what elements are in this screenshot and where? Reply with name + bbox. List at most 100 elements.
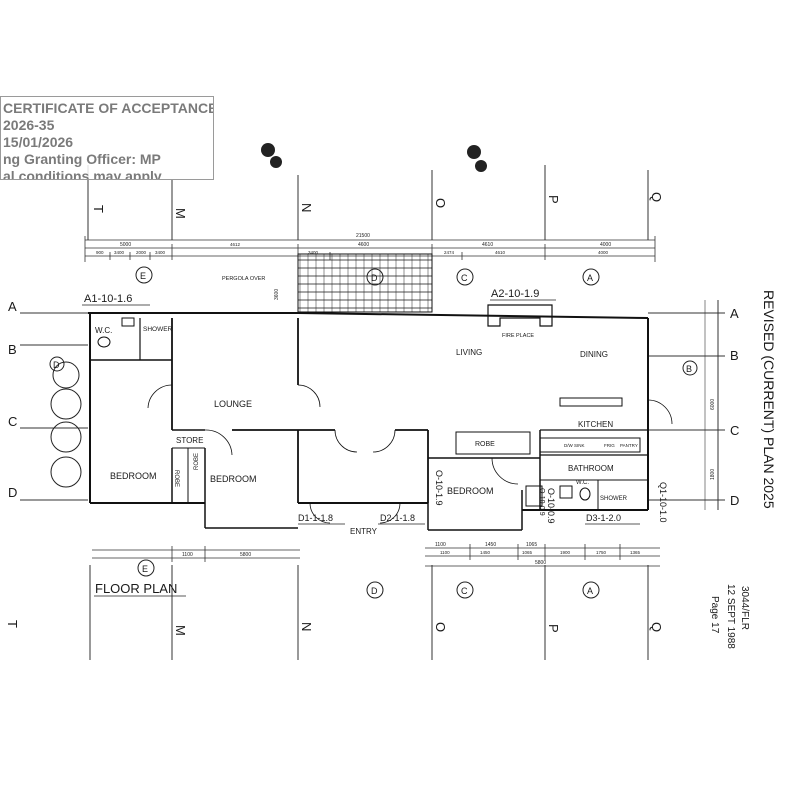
room-label-entry: ENTRY: [350, 527, 378, 536]
top-dim-1: 5000: [120, 242, 131, 248]
bottom-dim-4: 1450: [485, 542, 496, 548]
top-dim-4: 4000: [600, 242, 611, 248]
top-dim-3: 4610: [482, 242, 493, 248]
certificate-stamp: CERTIFICATE OF ACCEPTANCE 2026-35 15/01/…: [0, 96, 214, 180]
detail-tag-o1: O-10-1.9: [434, 470, 444, 506]
room-label-shower-right: SHOWER: [600, 496, 628, 502]
grid-letter-right-a: A: [730, 306, 739, 321]
detail-tag-d3: D3-1-2.0: [586, 513, 621, 523]
detail-tag-q1: Q1-10-1.0: [658, 482, 668, 523]
bottom-subdim-1: 1100: [440, 550, 450, 555]
detail-tag-o2: O-10-0.9: [546, 488, 556, 524]
top-subdim-2: 3400: [114, 250, 125, 255]
grid-lines: [20, 165, 725, 660]
room-label-bedroom-1: BEDROOM: [110, 471, 157, 481]
bottom-subdim-4: 1900: [560, 550, 571, 555]
section-marker-top-a: A: [587, 273, 593, 283]
section-marker-top-e: E: [140, 271, 146, 281]
room-label-dining: DINING: [580, 350, 608, 359]
grid-letter-right-b: B: [730, 348, 739, 363]
grid-letter-bottom-1: T: [5, 620, 20, 628]
bottom-dim-5: 1065: [526, 542, 537, 548]
room-label-kitchen: KITCHEN: [578, 420, 613, 429]
revision-note: REVISED (CURRENT) PLAN 2025: [761, 290, 777, 509]
room-label-robe-right: ROBE: [475, 441, 495, 448]
section-marker-side-b: B: [686, 364, 692, 374]
stamp-conditions: al conditions may apply: [3, 168, 162, 180]
detail-tag-d2: D2-1-1.8: [380, 513, 415, 523]
top-subdim-8: 4610: [495, 250, 506, 255]
grid-letter-left-a: A: [8, 299, 17, 314]
grid-letter-top-6: Q: [649, 192, 664, 202]
section-marker-bottom-c: C: [461, 586, 468, 596]
room-label-fireplace: FIRE PLACE: [502, 333, 534, 339]
room-label-lounge: LOUNGE: [214, 399, 252, 409]
room-label-dishwasher: D/W SINK: [564, 443, 585, 448]
grid-letter-top-5: P: [546, 195, 561, 204]
bottom-dim-1: 1100: [182, 552, 193, 558]
room-label-fridge: FRIG: [604, 443, 615, 448]
bottom-subdim-5: 1750: [596, 550, 607, 555]
pergola-area: [297, 253, 433, 313]
side-dim-2: 6000: [710, 399, 716, 410]
bottom-subdim-3: 1065: [522, 550, 533, 555]
grid-letter-right-c: C: [730, 423, 739, 438]
grid-letter-left-c: C: [8, 414, 17, 429]
grid-letter-bottom-6: Q: [649, 622, 664, 632]
top-dim-2: 4600: [358, 242, 369, 248]
drawing-title: FLOOR PLAN: [95, 581, 177, 596]
sheet-note-ref: 3044/FLR: [739, 586, 750, 630]
sheet-note-page: Page 17: [709, 596, 720, 634]
room-label-bedroom-3: BEDROOM: [447, 486, 494, 496]
top-subdim-4: 3400: [155, 250, 166, 255]
stamp-officer: ng Granting Officer: MP: [3, 151, 161, 167]
section-marker-bottom-e: E: [142, 564, 148, 574]
dimension-chain-bottom: [92, 544, 660, 567]
room-label-shower-left: SHOWER: [143, 326, 173, 333]
bottom-dim-6: 5800: [535, 560, 546, 566]
section-marker-top-c: C: [461, 273, 468, 283]
room-label-bedroom-2: BEDROOM: [210, 474, 257, 484]
room-label-pantry: PANTRY: [620, 443, 638, 448]
top-subdim-5: 4612: [230, 242, 241, 247]
room-label-bathroom: BATHROOM: [568, 464, 614, 473]
stamp-date: 15/01/2026: [3, 134, 74, 150]
side-dim-3: 1800: [710, 469, 716, 480]
section-marker-top-d: D: [371, 273, 378, 283]
side-dim-1: 3600: [274, 289, 280, 300]
room-label-living: LIVING: [456, 348, 482, 357]
room-label-wc-right: W.C.: [576, 480, 589, 486]
bottom-dim-2: 5800: [240, 552, 251, 558]
side-circles: [50, 361, 82, 488]
tag-underlines: [82, 299, 640, 597]
grid-letter-bottom-4: O: [433, 622, 448, 632]
grid-letter-top-1: T: [91, 205, 106, 213]
grid-letter-top-4: O: [433, 198, 448, 208]
scan-marks: [261, 143, 487, 172]
grid-letter-left-b: B: [8, 342, 17, 357]
grid-letter-bottom-3: N: [299, 622, 314, 631]
detail-tag-a1: A1-10-1.6: [84, 293, 132, 305]
grid-letter-left-d: D: [8, 485, 17, 500]
detail-tag-d1: D1-1-1.8: [298, 513, 333, 523]
top-subdim-3: 2000: [136, 250, 147, 255]
top-subdim-7: 2474: [444, 250, 455, 255]
top-subdim-1: 900: [96, 250, 104, 255]
detail-tag-o3: O-10-0.9: [538, 488, 545, 516]
top-subdim-6: 3400: [308, 250, 319, 255]
section-markers: [49, 266, 698, 599]
section-marker-bottom-d: D: [371, 586, 378, 596]
room-label-robe-left-2: ROBE: [194, 453, 200, 470]
grid-letter-bottom-5: P: [546, 624, 561, 633]
stamp-number: 2026-35: [3, 117, 55, 133]
bottom-subdim-6: 1365: [630, 550, 641, 555]
grid-letter-right-d: D: [730, 493, 739, 508]
stamp-title: CERTIFICATE OF ACCEPTANCE: [3, 100, 214, 116]
grid-letter-top-2: M: [173, 208, 188, 219]
grid-letter-top-3: N: [299, 203, 314, 212]
overall-dimension: 21500: [356, 233, 370, 239]
section-marker-bottom-a: A: [587, 586, 593, 596]
top-subdim-9: 4000: [598, 250, 609, 255]
sheet-note-date: 12 SEPT 1988: [725, 584, 736, 649]
